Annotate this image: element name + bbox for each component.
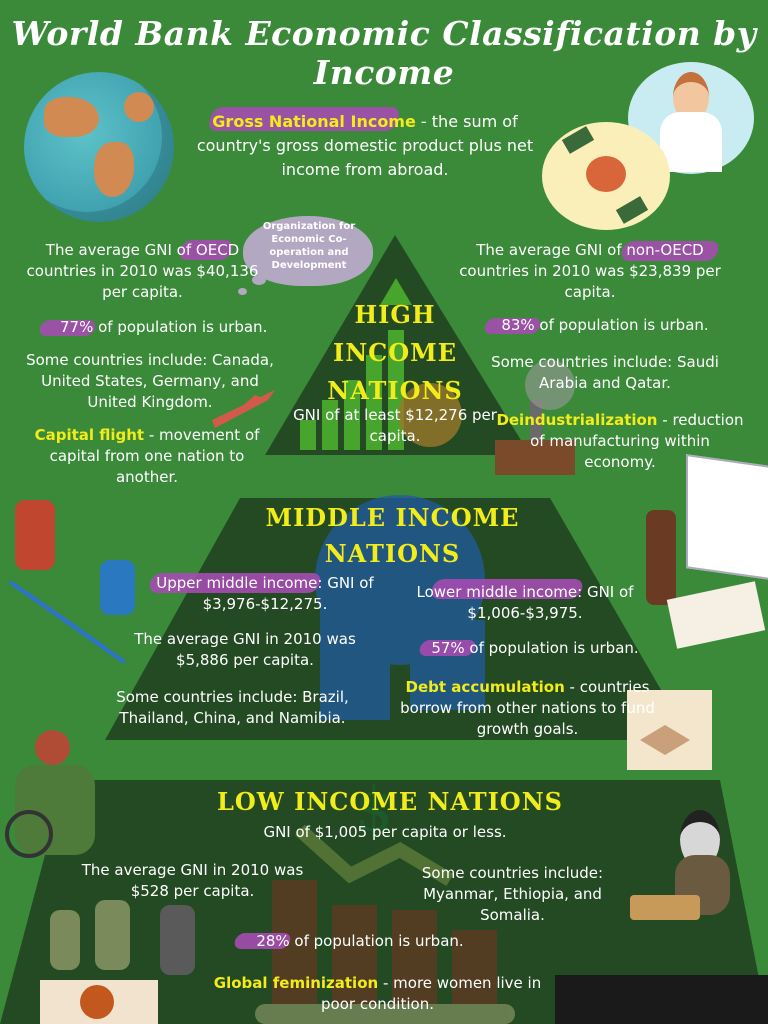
- capital-flight: Capital flight - movement of capital fro…: [22, 425, 272, 488]
- deind-term: Deindustrialization: [496, 411, 658, 429]
- fem-term: Global feminization: [213, 974, 379, 992]
- high-income-heading: HIGH INCOME NATIONS: [327, 300, 463, 405]
- gni-definition-text: - the sum of country's gross domestic pr…: [196, 112, 534, 179]
- factory-icon: [495, 360, 575, 475]
- homeless-person-icon: [0, 730, 105, 865]
- deindustrialization: Deindustrialization - reduction of manuf…: [495, 410, 745, 473]
- low-income-threshold: GNI of $1,005 per capita or less.: [263, 823, 507, 841]
- declining-bars-icon: [255, 824, 515, 1024]
- oecd-countries: Some countries include: Canada, United S…: [26, 351, 274, 411]
- non-oecd-term: non-OECD: [626, 241, 704, 259]
- upper-middle-avg-gni: The average GNI in 2010 was $5,886 per c…: [134, 630, 356, 669]
- lower-middle-urban: 57% of population is urban.: [431, 639, 639, 657]
- debt-term: Debt accumulation: [405, 678, 565, 696]
- fem-text: - more women live in poor condition.: [321, 974, 542, 1013]
- oecd-urban: 77% of population is urban.: [60, 318, 268, 336]
- globe-network-icon: [315, 495, 485, 720]
- businessman-chart-icon: [636, 454, 768, 650]
- middle-income-heading: MIDDLE INCOME NATIONS: [265, 503, 520, 568]
- oecd-thought-bubble: [243, 216, 373, 286]
- low-income-countries: Some countries include: Myanmar, Ethiopi…: [421, 864, 604, 924]
- debt-text: - countries borrow from other nations to…: [400, 678, 655, 738]
- debt-accumulation: Debt accumulation - countries borrow fro…: [385, 677, 670, 740]
- low-income-avg-gni: The average GNI in 2010 was $528 per cap…: [81, 861, 304, 900]
- handshake-icon: [627, 690, 712, 770]
- earth-globe-icon: [24, 72, 174, 222]
- gni-definition: Gross National Income - the sum of count…: [175, 110, 555, 182]
- non-oecd-urban: 83% of population is urban.: [501, 316, 709, 334]
- page-title: World Bank Economic Classification by In…: [11, 14, 757, 92]
- upper-middle-income: Upper middle income: GNI of $3,976-$12,2…: [156, 574, 374, 613]
- gni-term: Gross National Income: [212, 112, 416, 131]
- deind-text: - reduction of manufacturing within econ…: [530, 411, 744, 471]
- helping-hand-people-icon: [0, 490, 160, 690]
- capital-flight-text: - movement of capital from one nation to…: [49, 426, 260, 486]
- bubble-text: Organization for Economic Co-operation a…: [262, 221, 356, 271]
- high-income-threshold: GNI of at least $12,276 per capita.: [293, 406, 497, 445]
- bubble-dot-1: [252, 275, 266, 285]
- upper-middle-countries: Some countries include: Brazil, Thailand…: [116, 688, 349, 727]
- svg-text:$: $: [355, 775, 393, 845]
- bank-hands-icon: [542, 122, 670, 230]
- oecd-gni: The average GNI of OECD countries in 201…: [26, 241, 259, 301]
- oecd-term: OECD: [195, 241, 240, 259]
- non-oecd-countries: Some countries include: Saudi Arabia and…: [491, 353, 719, 392]
- capital-flight-term: Capital flight: [34, 426, 145, 444]
- global-feminization: Global feminization - more women live in…: [205, 973, 550, 1015]
- growth-bars-icon: [300, 278, 462, 450]
- bubble-dot-2: [238, 288, 247, 295]
- dark-strip-icon: [555, 975, 768, 1024]
- low-income-urban: 28% of population is urban.: [256, 932, 464, 950]
- non-oecd-gni: The average GNI of non-OECD countries in…: [459, 241, 721, 301]
- food-volunteers-icon: [40, 895, 210, 1024]
- low-income-heading: LOW INCOME NATIONS: [217, 787, 563, 816]
- lower-middle-income: Lower middle income: GNI of $1,006-$3,97…: [416, 583, 634, 622]
- sad-person-icon: [630, 805, 750, 925]
- airplane-icon: [212, 390, 275, 428]
